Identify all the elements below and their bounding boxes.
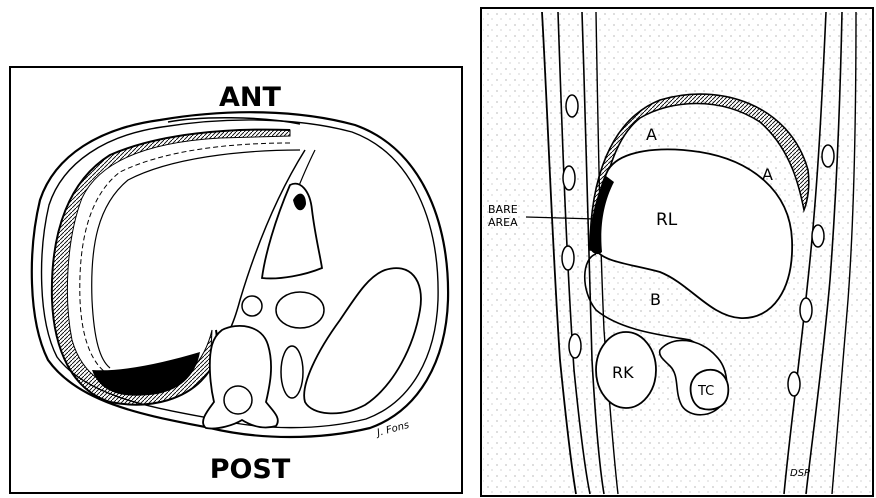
post-label: POST [210,454,291,485]
rib-right-3 [800,298,812,322]
label-a-right: A [762,165,773,184]
vertebral-canal [224,386,252,414]
right-signature: DSP [790,468,811,479]
label-bare: BARE [488,203,518,216]
label-rk: RK [612,363,634,382]
label-rl: RL [656,210,678,230]
rib-left-3 [562,246,574,270]
rib-left-2 [563,166,575,190]
left-panel-axial-section: ANT POST J. Fons [10,67,462,493]
rib-left-1 [566,95,578,117]
vessel-small-1 [242,296,262,316]
right-panel-sagittal-section: A A RL B RK TC BARE AREA DSP [481,8,873,496]
label-b: B [650,290,661,309]
vessel-oval-2 [276,292,324,328]
rib-right-1 [822,145,834,167]
ant-label: ANT [219,82,281,113]
label-tc: TC [697,384,714,399]
rib-right-4 [788,372,800,396]
label-a-upper: A [646,125,657,144]
label-area: AREA [488,216,518,229]
rib-right-2 [812,225,824,247]
kidney-oval [281,346,303,398]
rib-left-4 [569,334,581,358]
